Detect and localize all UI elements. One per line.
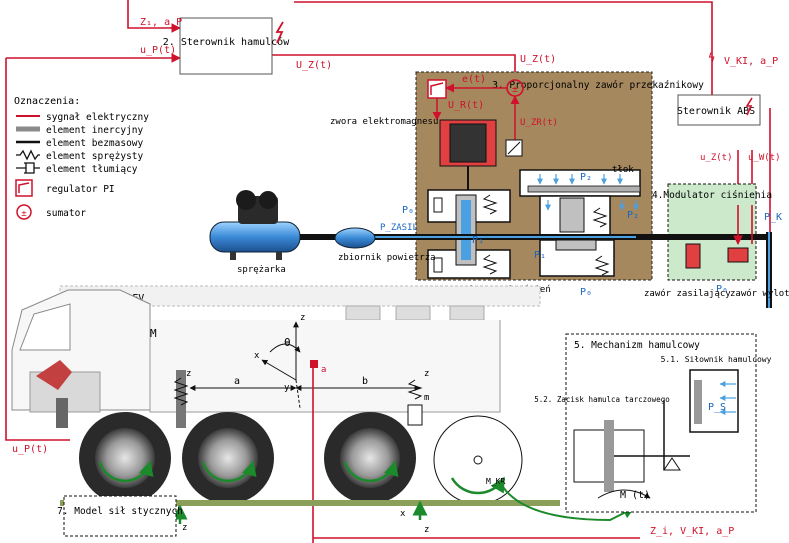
pressure-p0-valve: P₀ xyxy=(402,205,414,216)
mechanism-title: 5. Mechanizm hamulcowy xyxy=(574,340,700,351)
legend-item-0: sygnał elektryczny xyxy=(46,112,149,123)
svg-text:±: ± xyxy=(21,209,27,219)
signal-up-t: u_P(t) xyxy=(140,45,176,56)
signal-bottom: Z_i, V_KI, a_P xyxy=(650,526,734,537)
brake-mechanism-block: 5. Mechanizm hamulcowy 5.1. Siłownik ham… xyxy=(534,333,772,513)
pressure-p2: P₂ xyxy=(580,172,592,183)
wheel-1 xyxy=(79,412,171,504)
legend-item-6: sumator xyxy=(46,208,86,219)
electric-symbol-icon-2: ϟ xyxy=(708,51,715,65)
moment-mt: M (t) xyxy=(620,490,650,501)
wheel-model xyxy=(433,415,523,505)
actuator-title: 5.1. Siłownik hamulcowy xyxy=(661,355,772,364)
wheel-2 xyxy=(182,412,274,504)
svg-text:±: ± xyxy=(512,84,518,95)
axis-x-body: x xyxy=(254,351,260,361)
signal-lines-top xyxy=(5,0,771,441)
outlet-valve-label: zawór wylotowy xyxy=(730,288,789,299)
wheel-3 xyxy=(324,412,416,504)
signal-up-vehicle: u_P(t) xyxy=(12,444,48,455)
valve-title: 3. Proporcjonalny zawór przekaźnikowy xyxy=(492,80,704,91)
pressure-p1-right: P₁ xyxy=(534,250,546,261)
modulator-title: 4.Modulator ciśnienia xyxy=(652,190,772,201)
signal-vki-ap: V_KI, a_P xyxy=(724,56,778,67)
inlet-valve-label: zawór zasilający xyxy=(644,288,731,299)
suspension-rear xyxy=(407,379,423,426)
signal-uz-t-right: U_Z(t) xyxy=(520,54,556,65)
pressure-ps: P_S xyxy=(708,402,726,413)
vehicle-mass: M xyxy=(150,327,157,340)
accel-point-label: a xyxy=(321,365,326,375)
axis-z-front: z xyxy=(186,369,191,379)
distance-a: a xyxy=(234,376,240,387)
piston-label: tłok xyxy=(612,165,634,175)
abs-controller-block: Sterownik ABS xyxy=(677,94,761,126)
brake-controller-block: 2. Sterownik hamulców xyxy=(163,17,290,75)
vehicle-afv: 6. Pojazd AFV xyxy=(11,285,541,428)
ground-z-1: z xyxy=(182,523,187,533)
tire-model-title: 7. Model sił stycznych xyxy=(57,506,183,517)
legend: Oznaczenia: sygnał elektryczny element i… xyxy=(14,96,149,220)
relay-valve-block: 3. Proporcjonalny zawór przekaźnikowy ± … xyxy=(300,71,704,281)
signal-uw-abs: u_W(t) xyxy=(748,153,781,163)
suspension-front xyxy=(173,370,189,428)
legend-item-4: element tłumiący xyxy=(46,164,138,175)
pressure-p1-valve: P₁ xyxy=(472,235,484,246)
legend-item-5: regulator PI xyxy=(46,184,115,195)
pressure-p0-bottom: P₀ xyxy=(580,287,592,298)
armature-label: zwora elektromagnesu xyxy=(330,117,438,127)
pressure-modulator-block: 4.Modulator ciśnienia xyxy=(640,183,772,308)
reservoir-icon xyxy=(300,227,376,249)
distance-b: b xyxy=(362,376,368,387)
legend-title: Oznaczenia: xyxy=(14,96,80,107)
signal-e-t: e(t) xyxy=(462,74,486,85)
signal-uz-t: U_Z(t) xyxy=(296,60,332,71)
legend-item-3: element sprężysty xyxy=(46,151,144,162)
controller-label-line1: 2. Sterownik hamulców xyxy=(163,36,290,48)
ground-z-2: z xyxy=(424,525,429,535)
legend-item-2: element bezmasowy xyxy=(46,138,144,149)
pressure-pzasil: P_ZASIL xyxy=(380,223,418,233)
mkr-label: M_KR xyxy=(486,477,505,486)
theta-label: θ xyxy=(284,336,291,349)
reservoir-label: zbiornik powietrza xyxy=(338,253,436,263)
rear-mass: m xyxy=(424,393,429,403)
pressure-p2-b: P₂ xyxy=(627,210,639,221)
signal-z1-ap: Z₁, a_P xyxy=(140,17,182,28)
compressor-label: sprężarka xyxy=(237,265,286,275)
abs-label: Sterownik ABS xyxy=(677,106,755,117)
pressure-p0-mod: P₀ xyxy=(716,284,728,295)
electric-symbol-icon xyxy=(275,21,284,44)
axis-y-body: y xyxy=(284,383,290,393)
caliper-title: 5.2. Zacisk hamulca tarczowego xyxy=(534,395,670,404)
signal-uz-abs: u_Z(t) xyxy=(700,153,733,163)
ground-line xyxy=(60,500,560,506)
signal-point-icon xyxy=(310,360,318,368)
axis-z-rear: z xyxy=(424,369,429,379)
signal-ur-t: U_R(t) xyxy=(448,100,484,111)
legend-item-1: element inercyjny xyxy=(46,125,144,136)
signal-uzr-t: U_ZR(t) xyxy=(520,118,558,128)
compressor-icon xyxy=(209,190,301,260)
axis-z-body: z xyxy=(300,313,305,323)
coordinate-axes xyxy=(189,321,421,409)
tire-force-model-block: 7. Model sił stycznych xyxy=(57,495,183,537)
ground-x-2: x xyxy=(400,509,406,519)
pressure-pk: P_K xyxy=(764,212,782,223)
